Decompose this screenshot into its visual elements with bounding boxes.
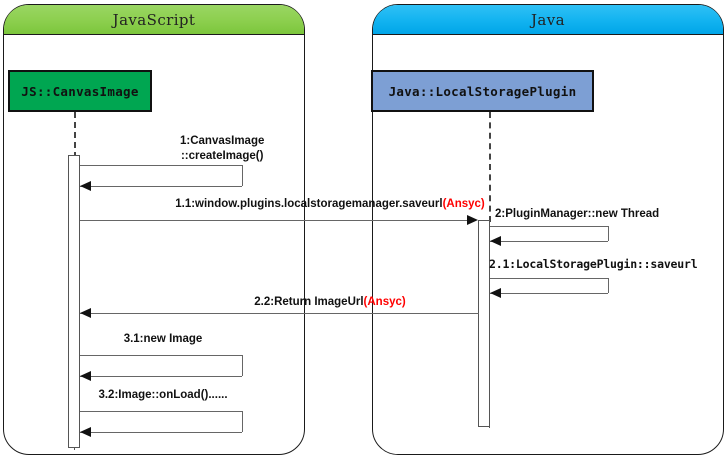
message-label-2-1: 2.1:LocalStoragePlugin::saveurl (489, 257, 698, 271)
lifeline-dashed-java (489, 112, 491, 222)
activation-bar-java-localstorageplugin (478, 220, 490, 427)
message-1-1-line (80, 220, 468, 221)
message-label-2-2-text: 2.2:Return ImageUrl (254, 296, 364, 308)
lifeline-box-js-canvasimage[interactable]: JS::CanvasImage (8, 70, 152, 112)
message-3-2-top-segment (80, 411, 242, 412)
frame-java: Java (372, 4, 724, 455)
message-3-2-arrowhead (80, 426, 91, 437)
message-3-1-return-segment (80, 376, 242, 377)
message-label-3-1: 3.1:new Image (123, 333, 203, 345)
message-2-2-line (80, 313, 479, 314)
message-2-right-segment (608, 226, 609, 241)
lifeline-box-java-localstorageplugin[interactable]: Java::LocalStoragePlugin (371, 70, 594, 112)
frame-javascript-title: JavaScript (4, 5, 304, 35)
message-label-2: 2:PluginManager::new Thread (495, 208, 660, 220)
message-2-1-right-segment (608, 278, 609, 293)
message-2-1-return-segment (490, 293, 608, 294)
frame-javascript: JavaScript (3, 4, 305, 455)
message-3-1-arrowhead (80, 370, 91, 381)
message-1-return-segment (80, 186, 242, 187)
message-label-2-2-async: (Ansyc) (363, 296, 406, 308)
message-1-1-arrowhead (467, 214, 478, 225)
message-3-2-return-segment (80, 432, 242, 433)
lifeline-dashed-js (74, 112, 76, 158)
message-2-1-arrowhead (490, 287, 501, 298)
message-3-1-top-segment (80, 355, 242, 356)
message-1-right-segment (242, 165, 243, 186)
message-2-top-segment (490, 226, 608, 227)
frame-java-title: Java (373, 5, 723, 35)
activation-bar-js-canvasimage (68, 155, 80, 448)
message-2-1-top-segment (490, 278, 608, 279)
message-2-return-segment (490, 241, 608, 242)
message-2-2-arrowhead (80, 307, 91, 318)
message-label-1-line2: ::createImage() (180, 150, 264, 162)
message-1-top-segment (80, 165, 242, 166)
message-3-1-right-segment (242, 355, 243, 376)
message-3-2-right-segment (242, 411, 243, 432)
message-label-2-2: 2.2:Return ImageUrl(Ansyc) (254, 296, 405, 308)
message-label-1-1: 1.1:window.plugins.localstoragemanager.s… (175, 198, 485, 210)
message-label-1: 1:CanvasImage ::createImage() (180, 134, 264, 164)
message-label-1-1-text: 1.1:window.plugins.localstoragemanager.s… (175, 198, 443, 210)
message-label-1-1-async: (Ansyc) (442, 198, 485, 210)
message-label-3-2: 3.2:Image::onLoad()...... (98, 389, 228, 401)
message-1-arrowhead (80, 180, 91, 191)
message-label-1-line1: 1:CanvasImage (180, 135, 265, 147)
message-2-arrowhead (490, 235, 501, 246)
